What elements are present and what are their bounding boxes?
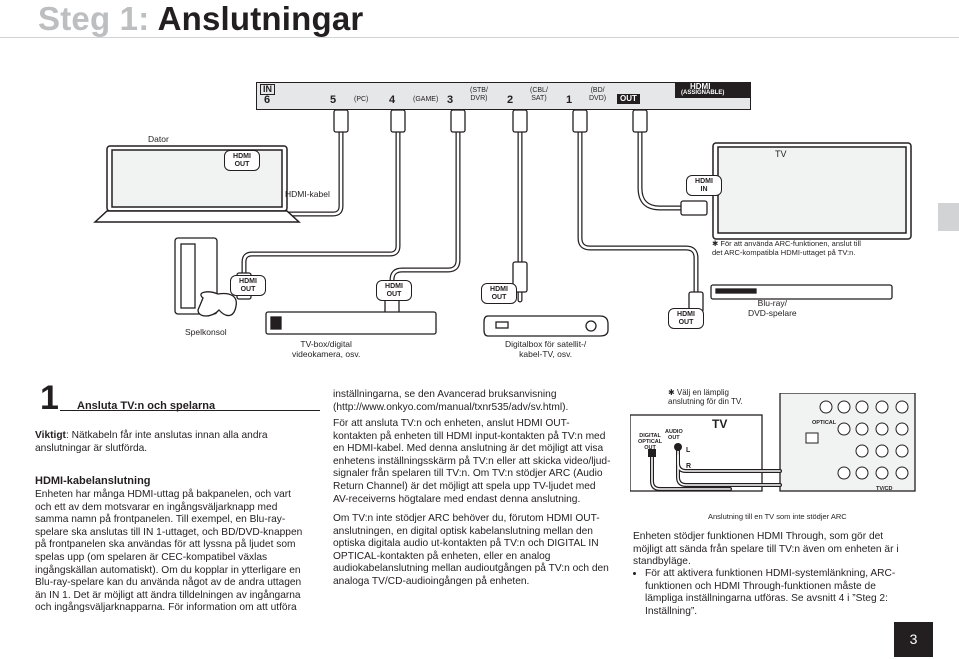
connection-diagram — [93, 109, 912, 337]
bullet-item: För att aktivera funktionen HDMI-systeml… — [645, 568, 913, 618]
arc-diagram — [630, 393, 916, 492]
important-label: Viktigt — [35, 430, 66, 441]
hdmi-cable-label: HDMI-kabel — [285, 189, 330, 199]
title-text: Anslutningar — [149, 0, 364, 37]
arc-diagram-note: ✱ Välj en lämplig anslutning för din TV. — [668, 388, 743, 406]
col2-p3: Om TV:n inte stödjer ARC behöver du, för… — [333, 513, 609, 587]
stb-label: Digitalbox för satellit-/ kabel-TV, osv. — [505, 339, 587, 359]
port-4-name: (GAME) — [413, 96, 439, 103]
important-text: : Nätkabeln får inte anslutas innan alla… — [35, 430, 268, 454]
step-rule — [60, 410, 320, 411]
console-label: Spelkonsol — [185, 327, 227, 337]
page-number: 3 — [894, 622, 933, 657]
section-heading: Ansluta TV:n och spelarna — [77, 400, 216, 412]
port-5-num: 5 — [330, 94, 337, 106]
bluray-port-label: HDMI OUT — [668, 308, 704, 329]
arc-caption: Anslutning till en TV som inte stödjer A… — [708, 512, 847, 521]
bluray-label: Blu-ray/ DVD-spelare — [748, 298, 797, 318]
arc-note: ✱ För att använda ARC-funktionen, anslut… — [712, 239, 861, 257]
arc-tvcd-label: TV/CD — [876, 486, 893, 492]
port-2-num: 2 — [507, 94, 514, 106]
col2-p2: För att ansluta TV:n och enheten, anslut… — [333, 418, 611, 505]
col3-bullet-list: För att aktivera funktionen HDMI-systeml… — [633, 568, 913, 618]
col1-body: Enheten har många HDMI-uttag på bakpanel… — [35, 489, 303, 614]
receiver-out-label: OUT — [617, 94, 640, 104]
step-number: 1 — [40, 379, 59, 417]
port-1-name: (BD/ DVD) — [589, 87, 607, 102]
arc-r-label: R — [686, 463, 692, 470]
tvbox-port-label: HDMI OUT — [376, 280, 412, 301]
receiver-hdmi-label: HDMI — [690, 82, 711, 91]
hdmi-subheading: HDMI-kabelanslutning — [35, 475, 151, 487]
arc-digital-optical-out: DIGITAL OPTICAL OUT — [638, 433, 663, 451]
receiver-assignable-label: (ASSIGNABLE) — [681, 90, 725, 96]
tvbox-label: TV-box/digital videokamera, osv. — [292, 339, 361, 359]
port-5-name: (PC) — [354, 96, 369, 103]
port-6-num: 6 — [264, 94, 271, 106]
computer-port-label: HDMI OUT — [224, 150, 260, 171]
arc-tv-label: TV — [712, 417, 728, 431]
page-title: Steg 1: Anslutningar — [38, 0, 363, 38]
computer-label: Dator — [148, 134, 169, 144]
receiver-hdmi-box — [675, 82, 751, 98]
col2-p1: inställningarna, se den Avancerad bruksa… — [333, 389, 569, 413]
console-port-label: HDMI OUT — [230, 275, 266, 296]
port-1-num: 1 — [566, 94, 573, 106]
title-step: Steg 1: — [38, 0, 150, 37]
side-tab — [938, 203, 959, 231]
arc-audio-out: AUDIO OUT — [665, 429, 683, 441]
receiver-in-label: IN — [260, 84, 275, 95]
port-3-name: (STB/ DVR) — [470, 87, 488, 102]
important-note: Viktigt: Nätkabeln får inte anslutas inn… — [35, 430, 285, 455]
tv-label: TV — [775, 149, 787, 159]
port-4-num: 4 — [389, 94, 396, 106]
bullet-list: För att aktivera funktionen HDMI-systeml… — [633, 568, 913, 618]
port-3-num: 3 — [447, 94, 454, 106]
tv-port-label: HDMI IN — [686, 175, 722, 196]
arc-l-label: L — [686, 447, 691, 454]
stb-port-label: HDMI OUT — [481, 283, 517, 304]
col3-p1: Enheten stödjer funktionen HDMI Through,… — [633, 531, 899, 568]
receiver-panel — [256, 82, 751, 110]
port-2-name: (CBL/ SAT) — [530, 87, 548, 102]
arc-optical-label: OPTICAL — [812, 420, 837, 426]
title-rule — [0, 37, 959, 38]
